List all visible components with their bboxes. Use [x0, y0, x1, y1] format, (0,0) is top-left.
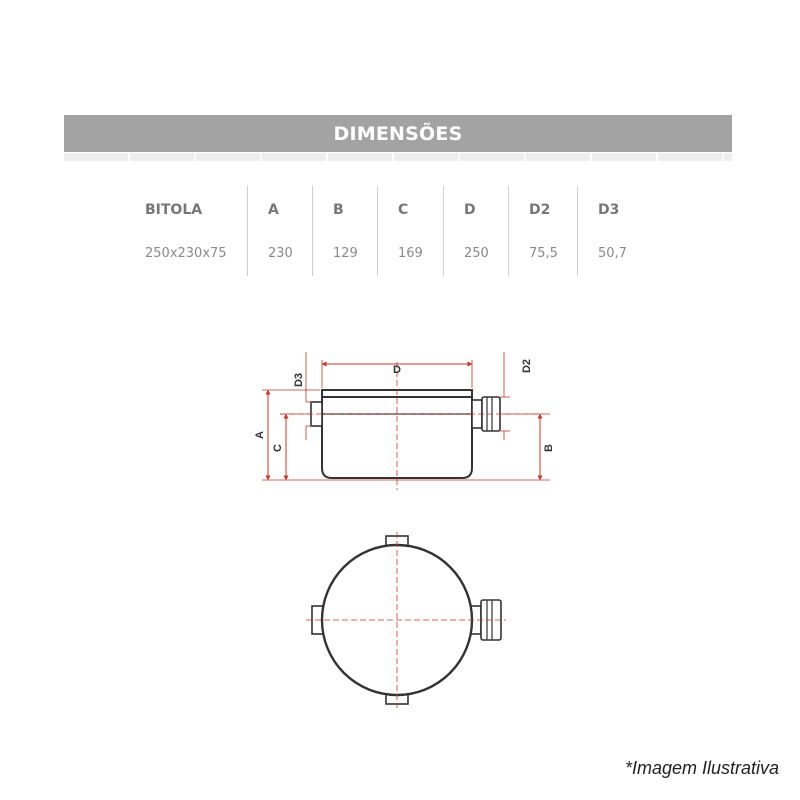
- label-b: B: [543, 444, 555, 452]
- column-header-d3: D3: [598, 202, 620, 218]
- top-view: [306, 532, 506, 708]
- column-header-a: A: [268, 202, 279, 218]
- label-d2: D2: [521, 359, 533, 373]
- dimensions-title: DIMENSÕES: [333, 122, 463, 145]
- cell-a: 230: [268, 246, 293, 261]
- column-header-bitola: BITOLA: [145, 202, 203, 218]
- column-d2: D2 75,5: [508, 186, 578, 276]
- label-a: A: [254, 431, 266, 439]
- cell-d: 250: [464, 246, 489, 261]
- cell-b: 129: [333, 246, 358, 261]
- column-d3: D3 50,7: [577, 186, 658, 276]
- technical-drawing: D D3 D2 A C B: [254, 352, 555, 708]
- label-c: C: [272, 444, 284, 452]
- dimensions-table: BITOLA 250x230x75 A 230 B 129 C 169 D 25…: [0, 186, 800, 276]
- column-c: C 169: [377, 186, 444, 276]
- column-bitola: BITOLA 250x230x75: [145, 186, 247, 276]
- cell-d3: 50,7: [598, 246, 627, 261]
- label-d3: D3: [293, 373, 305, 387]
- column-b: B 129: [312, 186, 378, 276]
- column-a: A 230: [247, 186, 313, 276]
- dimensions-title-bar: DIMENSÕES: [64, 115, 732, 152]
- cell-d2: 75,5: [529, 246, 558, 261]
- column-header-d2: D2: [529, 202, 551, 218]
- illustrative-image-note: *Imagem Ilustrativa: [624, 758, 779, 778]
- side-view: D D3 D2 A C B: [254, 352, 555, 490]
- column-header-d: D: [464, 202, 476, 218]
- column-header-c: C: [398, 202, 409, 218]
- column-header-b: B: [333, 202, 344, 218]
- column-d: D 250: [443, 186, 509, 276]
- title-bar-divider: [64, 153, 732, 161]
- label-d: D: [393, 364, 401, 376]
- cell-bitola: 250x230x75: [145, 246, 227, 261]
- cell-c: 169: [398, 246, 423, 261]
